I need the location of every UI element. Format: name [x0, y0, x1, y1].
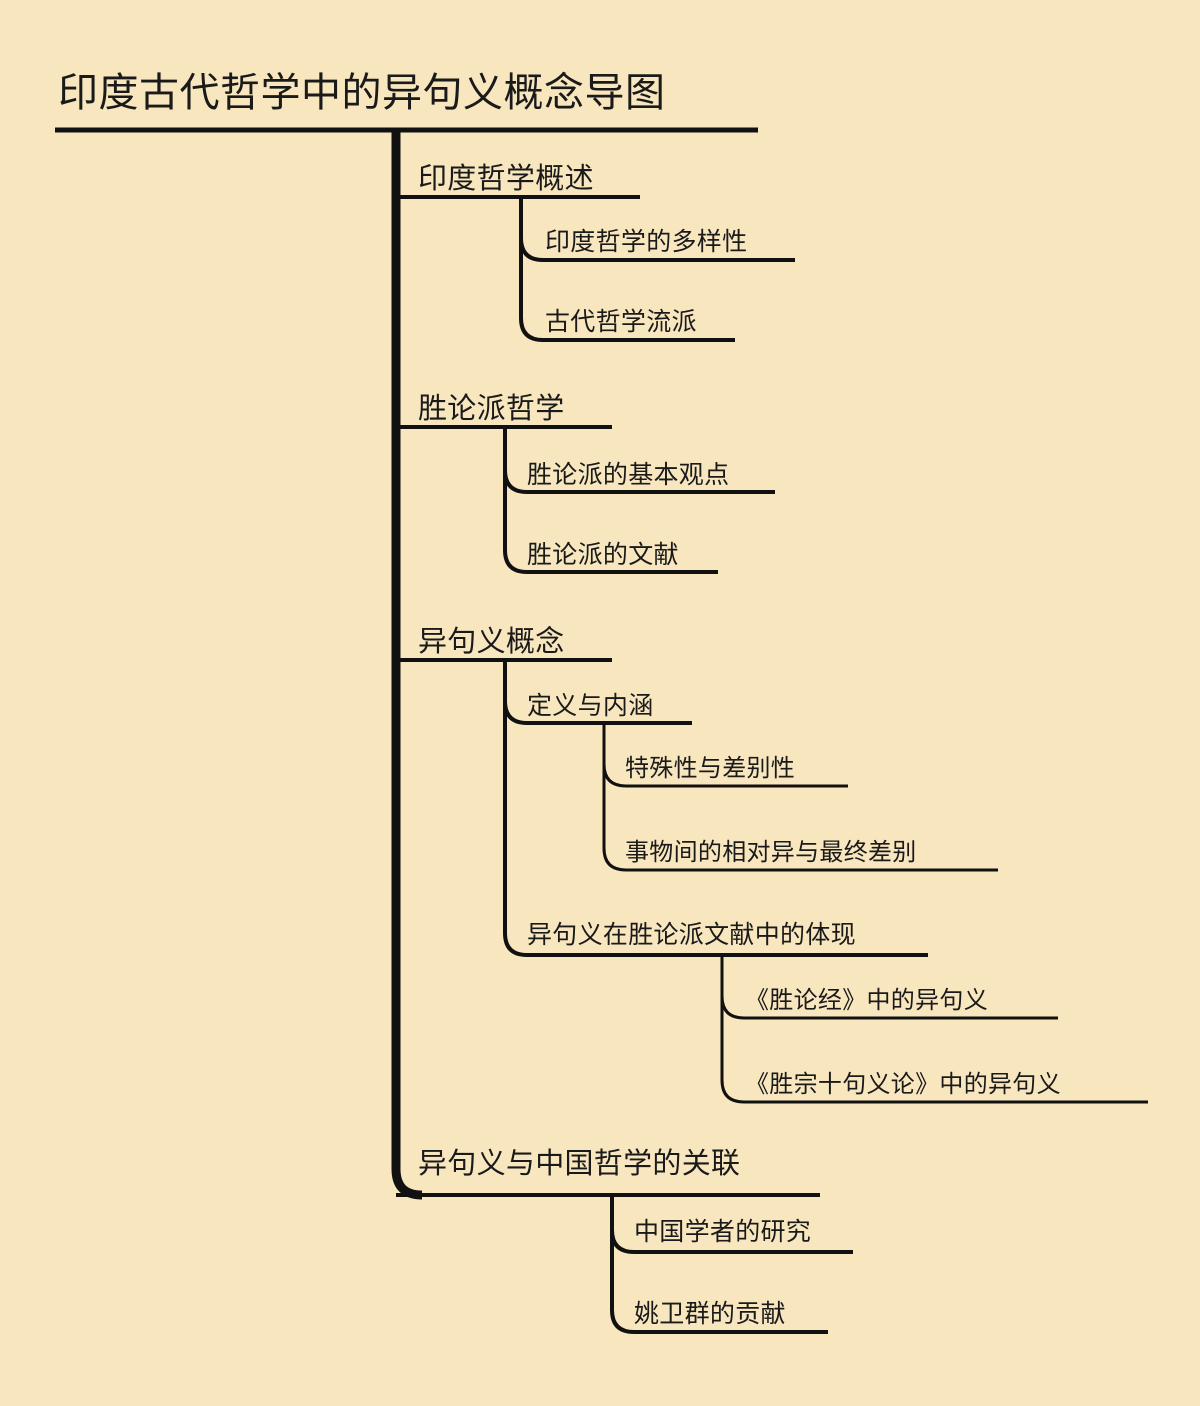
mindmap-node-level-2[interactable]: 定义与内涵	[527, 692, 654, 720]
mindmap-node-level-3[interactable]: 事物间的相对异与最终差别	[625, 839, 917, 866]
mindmap-node-level-2[interactable]: 印度哲学的多样性	[545, 228, 748, 256]
page-title: 印度古代哲学中的异句义概念导图	[58, 71, 666, 115]
mindmap-node-level-2[interactable]: 中国学者的研究	[634, 1218, 812, 1246]
mindmap-node-level-3[interactable]: 《胜论经》中的异句义	[745, 987, 988, 1014]
mindmap-node-level-2[interactable]: 胜论派的基本观点	[527, 461, 730, 489]
mindmap-node-level-1[interactable]: 胜论派哲学	[418, 393, 565, 425]
mindmap-node-level-1[interactable]: 印度哲学概述	[418, 163, 594, 195]
mindmap-node-level-1[interactable]: 异句义与中国哲学的关联	[418, 1148, 741, 1180]
mindmap-node-level-3[interactable]: 《胜宗十句义论》中的异句义	[745, 1071, 1061, 1098]
mindmap-node-level-2[interactable]: 胜论派的文献	[527, 541, 679, 569]
mindmap-node-level-2[interactable]: 古代哲学流派	[545, 308, 697, 336]
mindmap-node-level-2[interactable]: 异句义在胜论派文献中的体现	[527, 921, 856, 949]
mindmap-node-level-3[interactable]: 特殊性与差别性	[625, 755, 796, 782]
mindmap-node-level-1[interactable]: 异句义概念	[418, 626, 565, 658]
mindmap-node-level-2[interactable]: 姚卫群的贡献	[634, 1300, 786, 1328]
